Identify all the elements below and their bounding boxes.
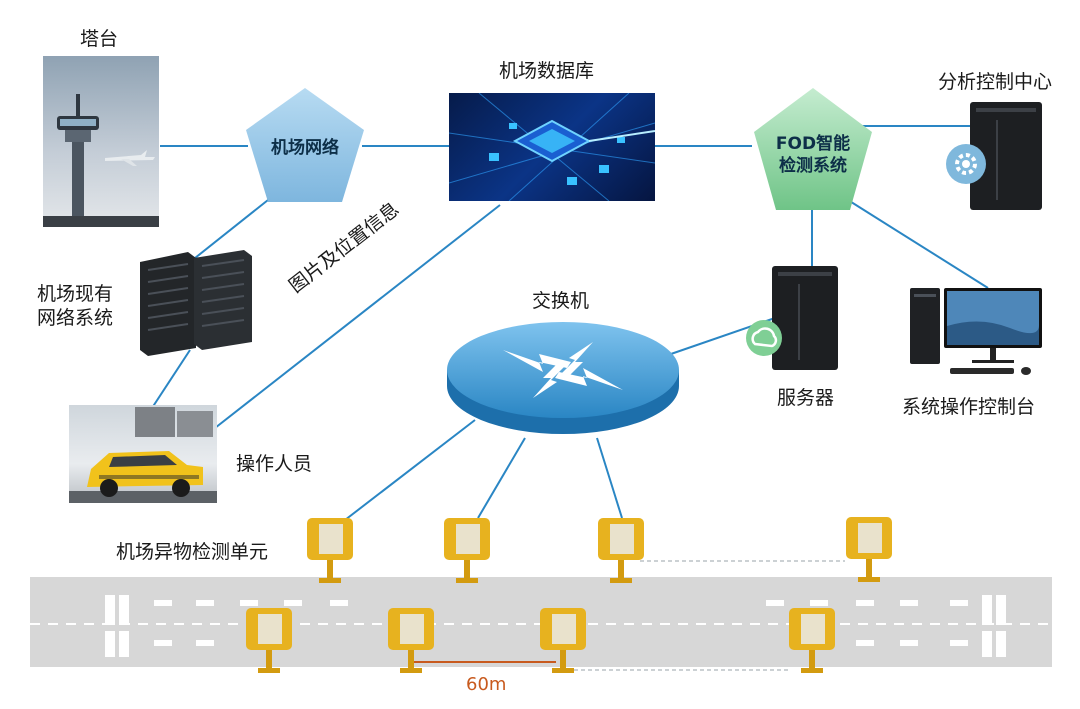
pentagon-shape xyxy=(246,88,364,202)
link-fod-console xyxy=(847,199,989,289)
existing-network-label-2: 网络系统 xyxy=(37,307,114,329)
fod-detector-unit xyxy=(305,516,355,586)
fod-detector-unit xyxy=(538,606,588,676)
analysis-pc-icon xyxy=(946,102,1042,210)
database-chip-icon xyxy=(449,93,655,201)
link-switch-unit3 xyxy=(596,437,623,519)
operator-label: 操作人员 xyxy=(236,453,313,475)
vehicle-icon xyxy=(69,407,217,503)
database-label: 机场数据库 xyxy=(499,60,595,82)
operator-vehicle-photo xyxy=(69,405,217,503)
console-label: 系统操作控制台 xyxy=(902,396,1036,418)
fod-detector-unit xyxy=(787,606,837,676)
existing-network-label-1: 机场现有 xyxy=(37,283,114,305)
link-switch-unit2 xyxy=(477,437,526,519)
fod-detector-unit xyxy=(244,606,294,676)
server-pc-icon xyxy=(746,266,838,370)
airport-network-label: 机场网络 xyxy=(271,138,339,158)
control-tower-icon xyxy=(43,94,159,227)
database-image xyxy=(449,93,655,201)
fod-detector-unit xyxy=(442,516,492,586)
link-database-operator xyxy=(214,204,501,429)
pentagon-shape xyxy=(754,88,872,210)
unit-distance-label: 60m xyxy=(466,674,507,695)
network-switch-icon xyxy=(447,322,679,434)
fod-detector-unit xyxy=(596,516,646,586)
fod-units-label: 机场异物检测单元 xyxy=(116,541,269,563)
tower-label: 塔台 xyxy=(80,28,119,50)
switch-label: 交换机 xyxy=(532,290,590,312)
server-rack-icon xyxy=(140,250,252,356)
analysis-center-label: 分析控制中心 xyxy=(938,71,1053,93)
link-switch-unit1 xyxy=(344,419,476,521)
link-network-existing xyxy=(189,199,269,263)
fod-system-label-1: FOD智能 xyxy=(775,134,851,154)
console-workstation-icon xyxy=(910,288,1042,375)
link-existing-operator xyxy=(151,349,191,409)
fod-detector-unit xyxy=(844,515,894,585)
airport-network-node: 机场网络 xyxy=(244,86,366,204)
tower-photo xyxy=(43,56,159,227)
fod-system-label-2: 检测系统 xyxy=(779,156,847,176)
fod-system-node: FOD智能 检测系统 xyxy=(752,86,874,212)
server-label: 服务器 xyxy=(777,387,835,409)
fod-detector-unit xyxy=(386,606,436,676)
